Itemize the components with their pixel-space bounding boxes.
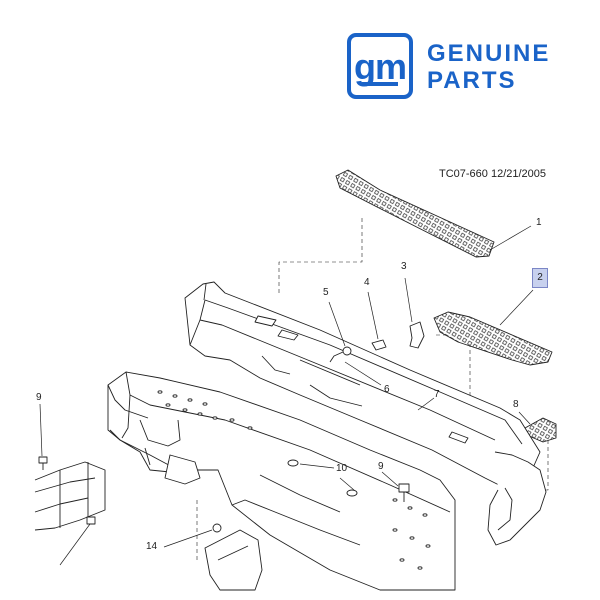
alignment-lines (196, 218, 549, 560)
callout-2-highlighted: 2 (532, 268, 548, 288)
lower-beam (107, 371, 456, 591)
right-end-bracket (487, 451, 547, 546)
callout-6: 6 (384, 384, 390, 395)
fasteners (38, 321, 425, 533)
callout-10: 10 (336, 463, 348, 474)
callout-1: 1 (536, 217, 542, 228)
diagram-reference: TC07-660 12/21/2005 (439, 168, 547, 180)
lower-grille-mesh (433, 311, 553, 366)
brand-line-genuine: GENUINE (427, 40, 551, 67)
callout-4: 4 (364, 277, 370, 288)
upper-grille-mesh (335, 169, 495, 258)
gm-logo-underline (362, 82, 398, 86)
callout-14: 14 (146, 541, 158, 552)
callout-7: 7 (434, 389, 440, 400)
gm-logo: gm (347, 33, 413, 99)
callout-5: 5 (323, 287, 329, 298)
callout-8: 8 (513, 399, 519, 410)
callout-9-right: 9 (378, 461, 384, 472)
lower-bracket (204, 529, 263, 591)
callout-9-left: 9 (36, 392, 42, 403)
brand-line-parts: PARTS (427, 67, 517, 94)
gm-logo-text: gm (354, 46, 407, 87)
genuine-parts-wordmark: GENUINE PARTS (427, 40, 550, 94)
callout-3: 3 (401, 261, 407, 272)
leader-lines (39, 225, 534, 566)
